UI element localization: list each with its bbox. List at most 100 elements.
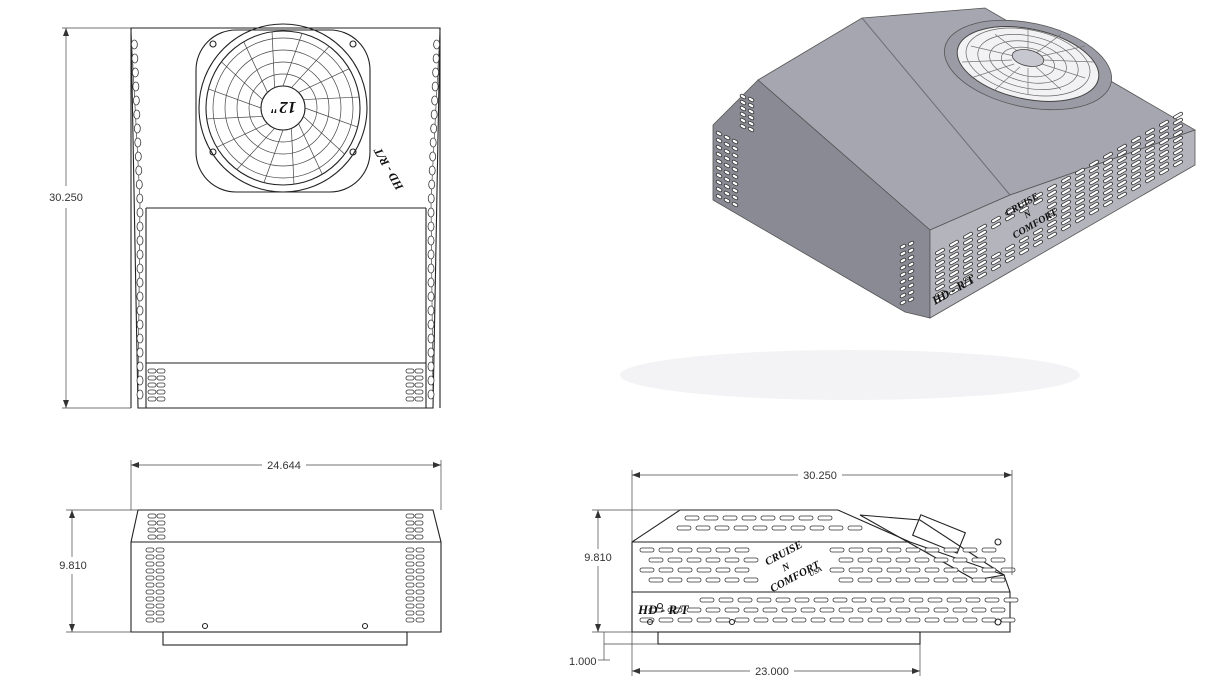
vent-slot [1145, 127, 1155, 136]
vent-slot [1019, 235, 1029, 244]
vent-slot [943, 617, 959, 623]
vent-slot [415, 575, 425, 581]
vent-slot [924, 547, 940, 553]
vent-slot [415, 561, 425, 567]
vent-slot [977, 259, 987, 268]
vent-slot [1117, 185, 1127, 194]
vent-slot [870, 597, 886, 603]
vent-slot [136, 221, 144, 232]
side-model-label: HD - R/T [637, 602, 690, 617]
vent-slot [155, 617, 165, 623]
vent-slot [899, 285, 907, 292]
vent-slot [145, 547, 155, 553]
vent-slot [949, 245, 959, 254]
vent-slot [798, 515, 814, 521]
vent-slot [1075, 197, 1085, 206]
vent-slot [715, 547, 731, 553]
vent-slot [977, 247, 987, 256]
vent-slot [1089, 171, 1099, 180]
vent-slot [132, 95, 140, 106]
vent-slot [1047, 231, 1057, 240]
vent-slot [747, 108, 755, 115]
vent-slot [433, 39, 441, 50]
vent-slot [667, 577, 683, 583]
vent-slot [432, 53, 440, 64]
vent-slot [1173, 153, 1183, 162]
vent-slot [943, 547, 959, 553]
vent-slot [1089, 195, 1099, 204]
vent-slot [949, 263, 959, 272]
vent-slot [156, 396, 166, 402]
iso-fan-spoke [961, 59, 1013, 63]
vent-slot [933, 577, 949, 583]
vent-slot [723, 197, 731, 204]
vent-slot [147, 389, 157, 395]
vent-slot [977, 223, 987, 232]
vent-slot [1047, 213, 1057, 222]
vent-slot [134, 151, 142, 162]
vent-slot [724, 577, 740, 583]
vent-slot [414, 534, 424, 540]
vent-slot [427, 347, 435, 358]
vent-slot [760, 515, 776, 521]
vent-slot [136, 193, 144, 204]
vent-slot [731, 187, 739, 194]
vent-slot [684, 515, 700, 521]
vent-slot [1117, 161, 1127, 170]
vent-slot [819, 607, 835, 613]
vent-slot [135, 165, 143, 176]
vent-slot [1103, 181, 1113, 190]
vent-slot [414, 396, 424, 402]
vent-slot [136, 277, 144, 288]
vent-slot [696, 547, 712, 553]
vent-slot [1075, 209, 1085, 218]
vent-slot [924, 567, 940, 573]
vent-slot [156, 520, 166, 526]
vent-slot [1159, 143, 1169, 152]
vent-slot [1075, 215, 1085, 224]
top-model-label: HD - R/T [370, 145, 406, 194]
vent-slot [1019, 205, 1029, 214]
vent-slot [415, 589, 425, 595]
vent-slot [1145, 145, 1155, 154]
vent-slot [829, 567, 845, 573]
vent-slot [848, 567, 864, 573]
vent-slot [933, 607, 949, 613]
vent-slot [136, 347, 144, 358]
vent-slot [991, 263, 1001, 272]
vent-slot [851, 597, 867, 603]
fan-spoke [206, 116, 263, 120]
vent-slot [405, 575, 415, 581]
vent-slot [1159, 167, 1169, 176]
vent-slot [731, 166, 739, 173]
side-foot-value: 1.000 [569, 656, 597, 668]
vent-slot [1117, 167, 1127, 176]
vent-slot [405, 520, 415, 526]
vent-slot [984, 597, 1000, 603]
vent-slot [991, 257, 1001, 266]
vent-slot [156, 375, 166, 381]
vent-slot [1047, 225, 1057, 234]
vent-slot [405, 603, 415, 609]
vent-slot [1019, 241, 1029, 250]
vent-slot [427, 291, 435, 302]
vent-slot [963, 255, 973, 264]
front-view: 24.644 9.810 [59, 460, 442, 646]
iso-logo-line2: N [1021, 208, 1033, 221]
vent-slot [1173, 129, 1183, 138]
vent-slot [136, 361, 144, 372]
vent-slot [723, 162, 731, 169]
vent-slot [927, 597, 943, 603]
vent-slot [136, 305, 144, 316]
vent-slot [952, 557, 968, 563]
vent-slot [145, 568, 155, 574]
vent-slot [809, 525, 825, 531]
vent-slot [876, 607, 892, 613]
vent-slot [899, 264, 907, 271]
vent-slot [1047, 207, 1057, 216]
vent-slot [935, 289, 945, 298]
vent-slot [1159, 131, 1169, 140]
vent-slot [415, 610, 425, 616]
vent-slot [832, 597, 848, 603]
vent-slot [705, 577, 721, 583]
